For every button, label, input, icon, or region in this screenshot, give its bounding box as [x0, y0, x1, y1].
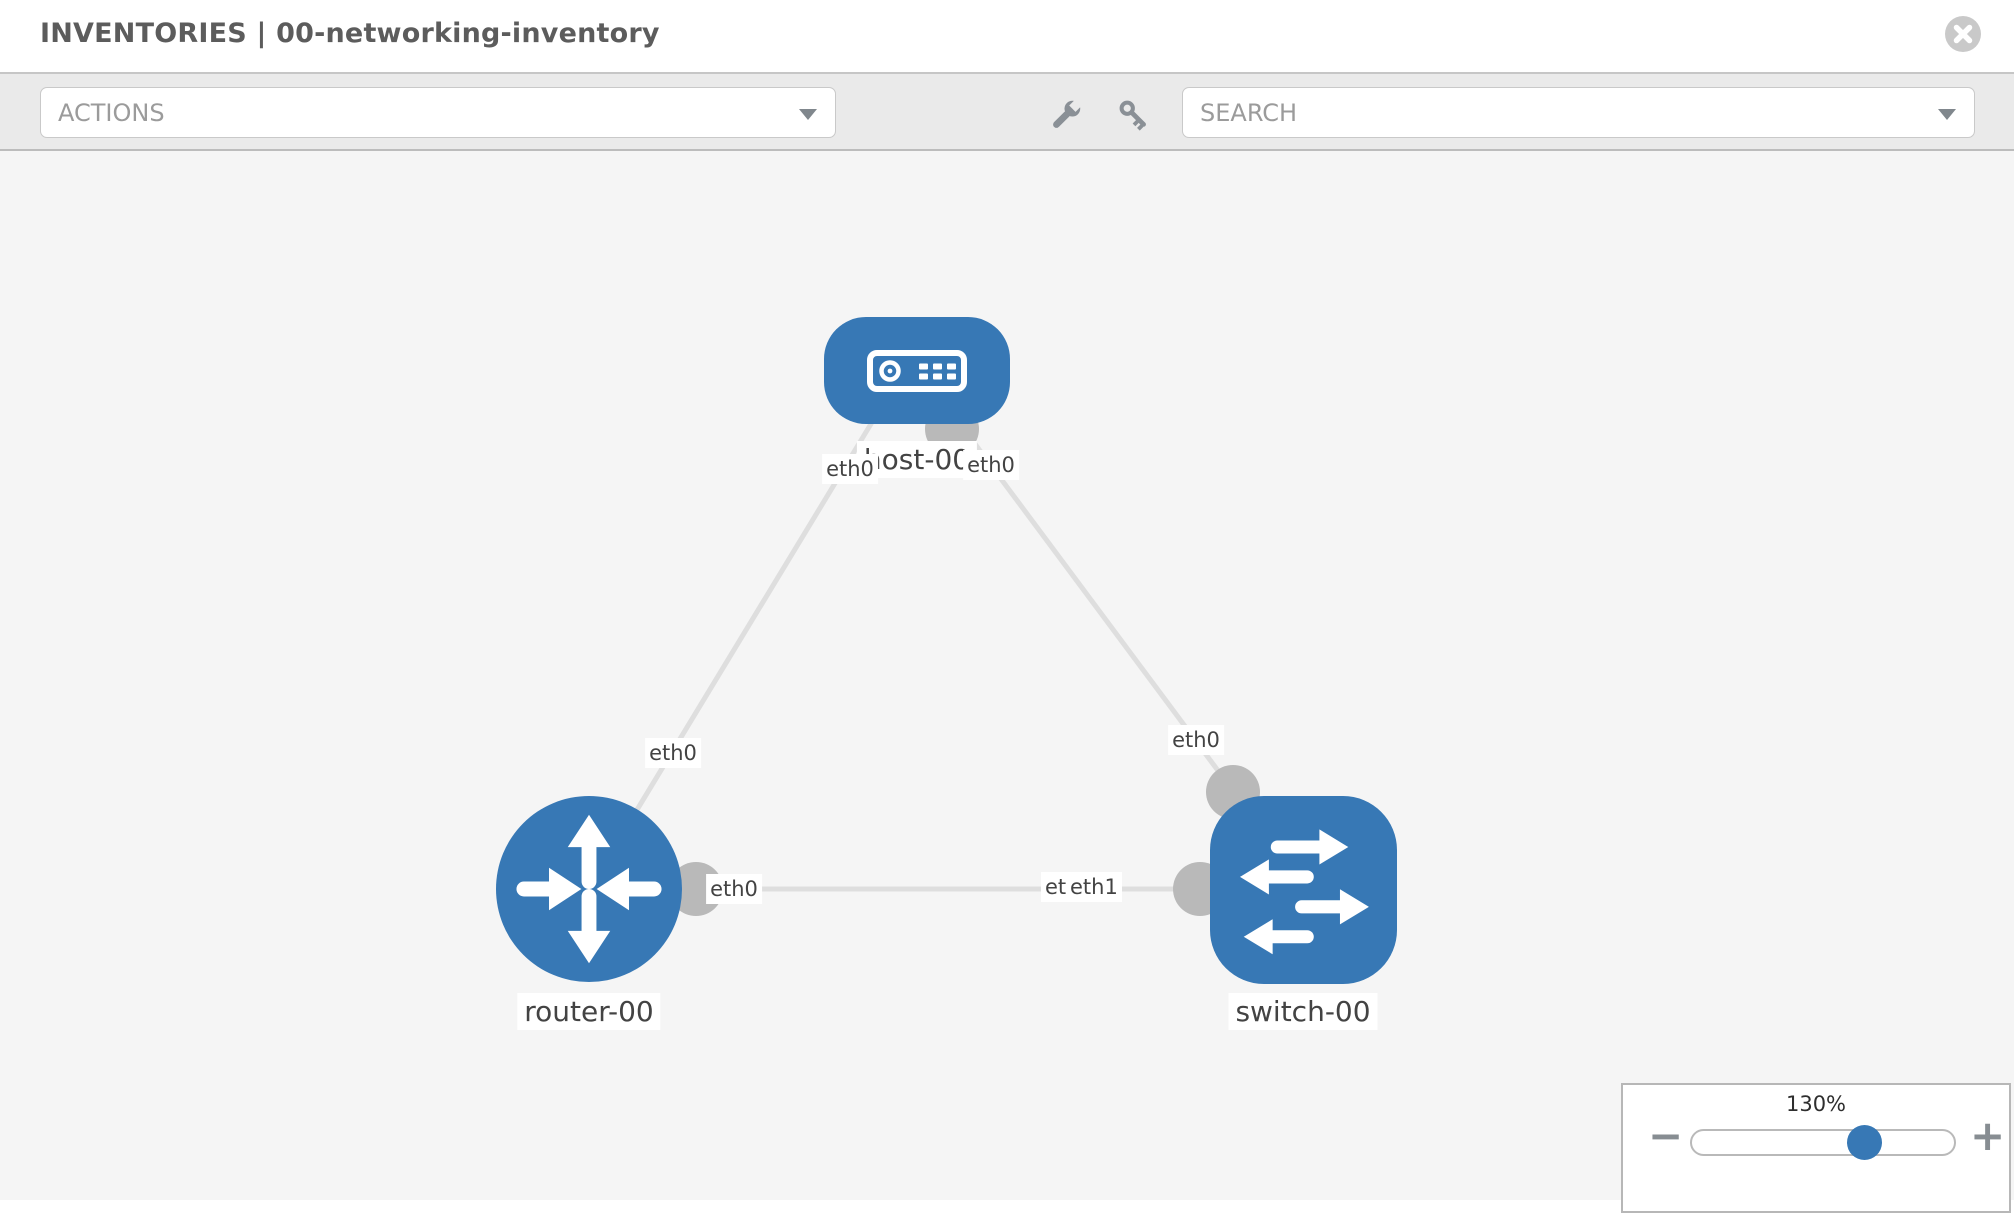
interface-label-switch-eth1: eth1	[1066, 872, 1122, 902]
interface-label-switch-eth0-uplink: eth0	[1168, 725, 1224, 755]
actions-dropdown[interactable]: ACTIONS	[40, 87, 836, 138]
interface-label-host-eth0-left: eth0	[822, 454, 878, 484]
close-button[interactable]	[1944, 15, 1982, 53]
toolbar: ACTIONS SEARC	[0, 72, 2014, 151]
topology-canvas[interactable]: host-00 router-00 switch-00 eth0 eth0 et…	[0, 151, 2014, 1200]
node-router-00[interactable]	[496, 796, 682, 982]
header: INVENTORIES | 00-networking-inventory	[0, 0, 2014, 72]
zoom-slider-track[interactable]	[1690, 1129, 1956, 1156]
zoom-out-button[interactable]: −	[1648, 1111, 1684, 1160]
node-switch-00[interactable]	[1210, 796, 1397, 984]
zoom-slider-knob[interactable]	[1847, 1125, 1882, 1160]
switch-icon	[1239, 829, 1369, 955]
key-button[interactable]	[1116, 97, 1152, 133]
search-dropdown[interactable]: SEARCH	[1182, 87, 1975, 138]
zoom-level: 130%	[1785, 1092, 1847, 1116]
actions-dropdown-label: ACTIONS	[58, 98, 165, 127]
interface-label-host-eth0-right: eth0	[963, 450, 1019, 480]
zoom-in-button[interactable]: +	[1970, 1111, 2006, 1160]
interface-label-switch-eth0-occluded: eth0	[1041, 872, 1068, 902]
key-icon	[1119, 100, 1146, 131]
wrench-icon	[1053, 99, 1082, 128]
page-title: INVENTORIES | 00-networking-inventory	[40, 18, 660, 49]
zoom-panel: 130% − +	[1621, 1083, 2011, 1213]
node-label-router: router-00	[517, 993, 661, 1030]
chevron-down-icon	[799, 109, 817, 120]
host-icon	[867, 350, 967, 392]
wrench-button[interactable]	[1048, 97, 1084, 133]
search-dropdown-label: SEARCH	[1200, 98, 1298, 127]
interface-label-router-eth0: eth0	[706, 874, 762, 904]
topology-links-layer	[586, 402, 1303, 916]
chevron-down-icon	[1938, 109, 1956, 120]
node-host-00[interactable]	[824, 317, 1010, 424]
node-label-switch: switch-00	[1228, 993, 1378, 1030]
close-icon	[1945, 16, 1981, 52]
router-icon	[516, 814, 662, 964]
interface-label-router-eth0-uplink: eth0	[645, 738, 701, 768]
